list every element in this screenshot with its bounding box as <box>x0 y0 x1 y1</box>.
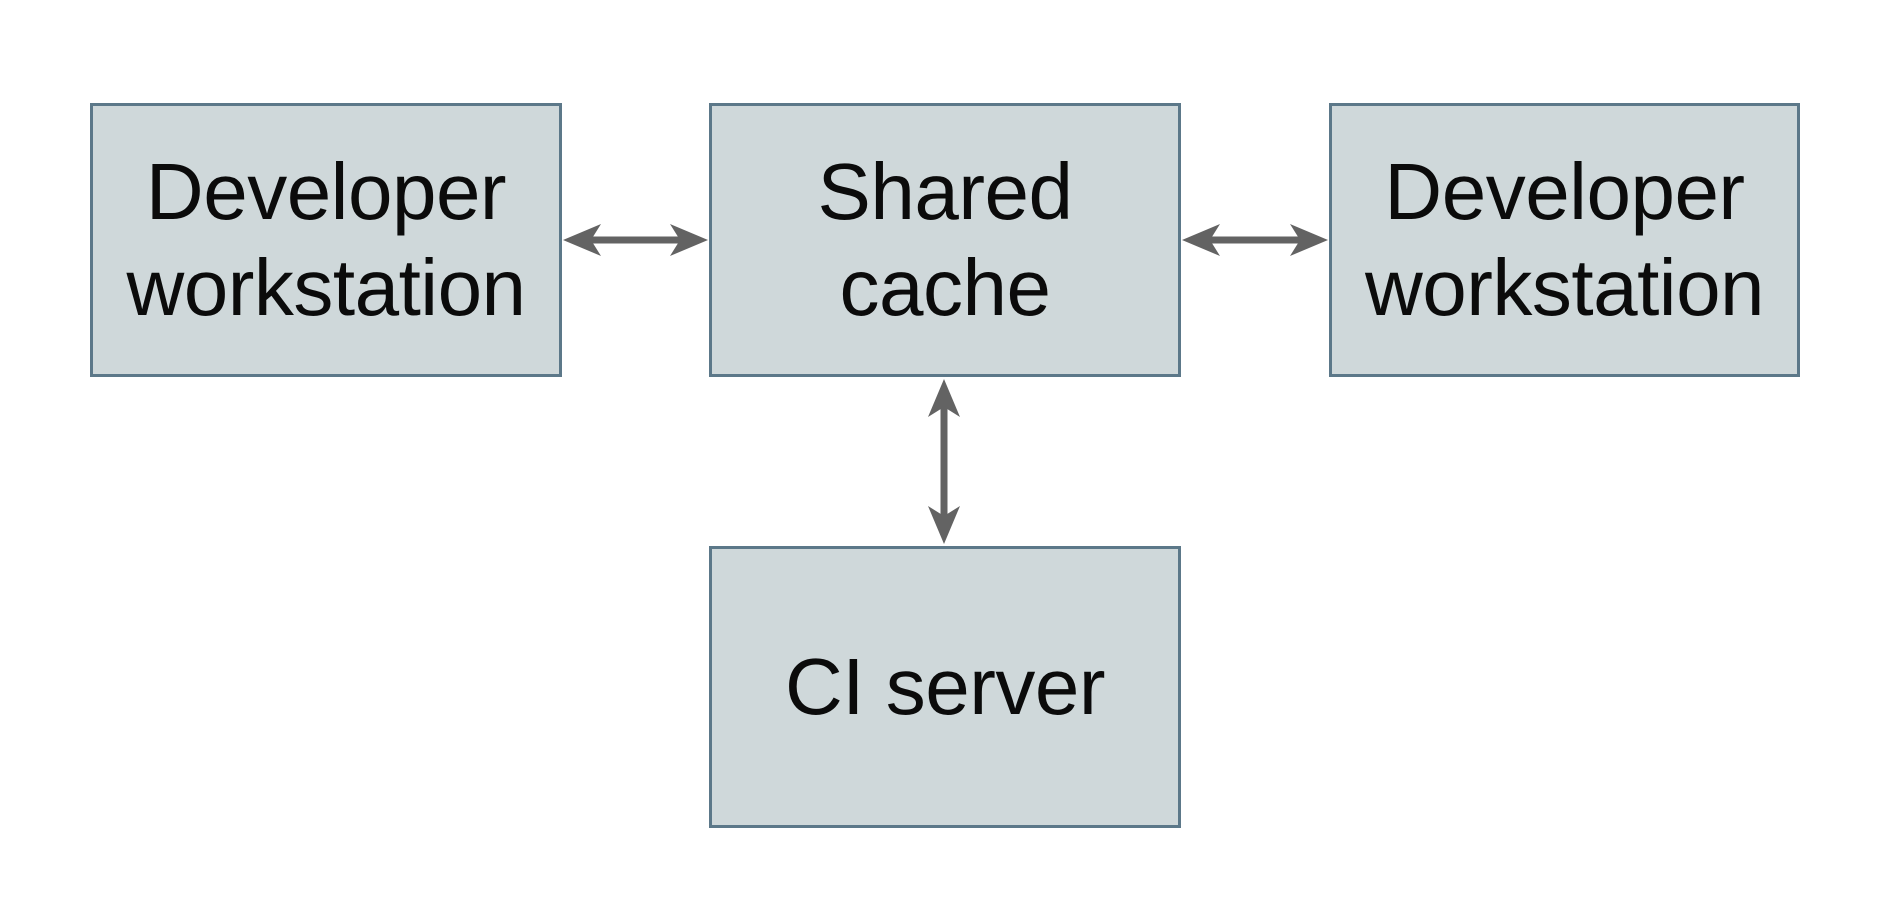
bidirectional-arrow-cache-right-workstation <box>1182 224 1328 256</box>
bidirectional-arrow-cache-ci-server <box>928 379 960 544</box>
node-label-line: Developer <box>145 147 507 236</box>
node-developer-workstation-left: Developer workstation <box>90 103 562 377</box>
node-ci-server: CI server <box>709 546 1181 828</box>
node-shared-cache: Shared cache <box>709 103 1181 377</box>
node-label-line: workstation <box>1364 243 1765 332</box>
node-developer-workstation-right: Developer workstation <box>1329 103 1800 377</box>
node-label-line: Shared <box>817 147 1073 236</box>
node-label-line: workstation <box>126 243 526 332</box>
node-label-line: CI server <box>785 642 1106 731</box>
bidirectional-arrow-left-workstation-cache <box>563 224 708 256</box>
node-label-line: cache <box>839 243 1051 332</box>
node-label-line: Developer <box>1384 147 1745 236</box>
